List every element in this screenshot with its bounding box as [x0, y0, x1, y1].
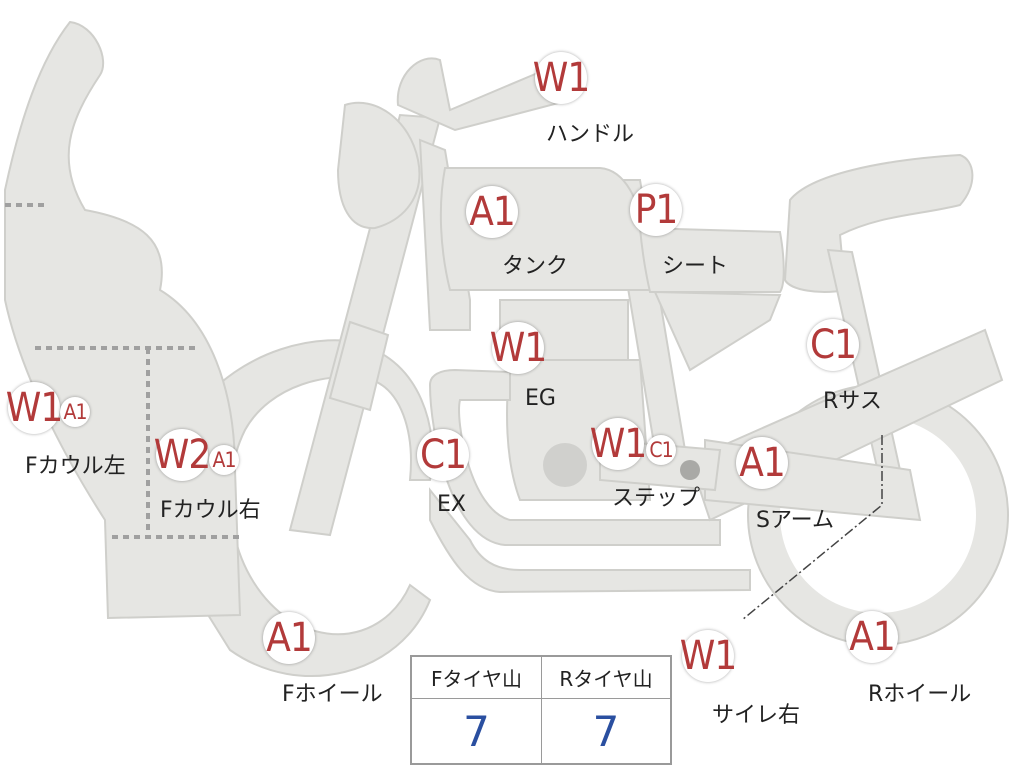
- grade-badge: A1: [736, 437, 788, 489]
- part-label-engine: EG: [525, 386, 556, 411]
- part-label-handle: ハンドル: [546, 122, 635, 147]
- part-label-silencer-right: サイレ右: [712, 703, 801, 728]
- engine-cover-shape: [543, 443, 587, 487]
- grade-badge-small: A1: [60, 397, 90, 427]
- grade-badge: W1: [490, 322, 547, 374]
- cowl-dotted-lines: [5, 203, 240, 539]
- grade-badge: C1: [417, 429, 469, 481]
- fork-guard-shape: [328, 320, 390, 412]
- grade-badge: A1: [263, 612, 315, 664]
- headlight-shape: [336, 101, 421, 230]
- exhaust-lower-shape: [429, 487, 751, 594]
- rear-tire-value: 7: [541, 699, 670, 763]
- front-cowl-shape: [4, 20, 242, 620]
- part-label-front-cowl-left: Fカウル左: [25, 454, 126, 479]
- grade-badge-small: A1: [209, 445, 239, 475]
- step-peg-shape: [680, 460, 700, 480]
- front-tire-header: Fタイヤ山: [412, 657, 541, 699]
- part-label-rear-wheel: Rホイール: [868, 682, 972, 707]
- grade-badge: P1: [630, 184, 682, 236]
- rear-tire-header: Rタイヤ山: [541, 657, 670, 699]
- grade-badge: A1: [466, 186, 518, 238]
- grade-badge: W1: [590, 418, 647, 470]
- side-cover-shape: [653, 290, 782, 372]
- grade-badge: A1: [846, 611, 898, 663]
- seat-shape: [638, 226, 785, 293]
- part-label-exhaust: EX: [437, 492, 466, 517]
- grade-badge: W2: [154, 429, 211, 481]
- part-label-swing-arm: Sアーム: [756, 508, 834, 533]
- part-label-rear-suspension: Rサス: [823, 389, 882, 414]
- part-label-front-cowl-right: Fカウル右: [160, 498, 261, 523]
- tire-tread-table: Fタイヤ山 Rタイヤ山 7 7: [410, 655, 672, 765]
- grade-badge-small: C1: [646, 435, 676, 465]
- front-tire-value: 7: [463, 706, 490, 756]
- part-label-front-wheel: Fホイール: [282, 682, 383, 707]
- part-label-seat: シート: [662, 254, 729, 279]
- grade-badge: W1: [6, 382, 63, 434]
- tail-shape: [783, 153, 974, 293]
- silencer-leader-line: [741, 435, 883, 621]
- part-label-step: ステップ: [612, 486, 701, 511]
- part-label-tank: タンク: [502, 254, 569, 279]
- grade-badge: W1: [533, 52, 590, 104]
- grade-badge: W1: [680, 630, 737, 682]
- grade-badge: C1: [807, 319, 859, 371]
